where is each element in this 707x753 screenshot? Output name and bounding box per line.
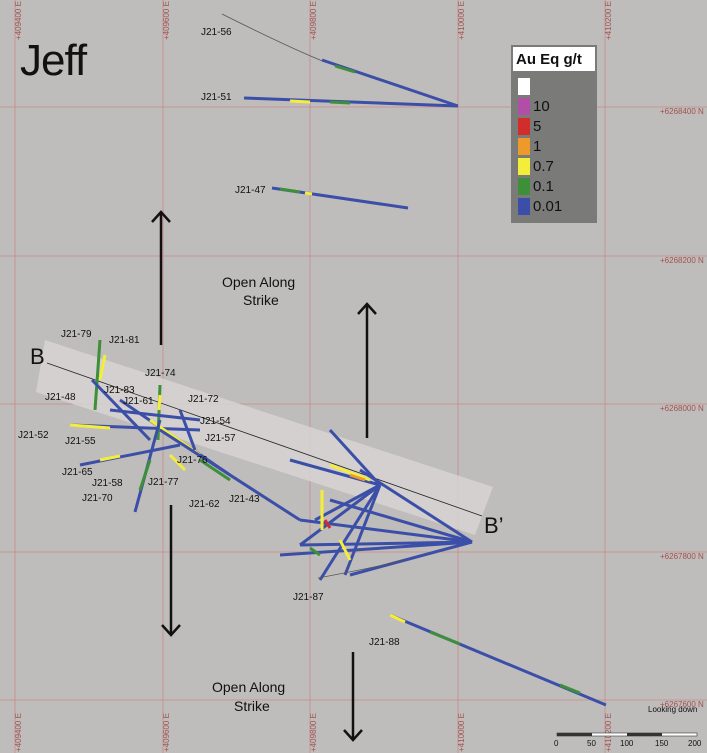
legend-swatch (518, 178, 530, 195)
legend-title: Au Eq g/t (516, 51, 582, 68)
legend-swatch (518, 138, 530, 155)
hole-label: J21-62 (189, 499, 220, 510)
section-line (46, 362, 483, 517)
section-start-label: B (30, 344, 45, 369)
northing-labels: +6268400 N +6268200 N +6268000 N +626780… (660, 107, 704, 709)
hole-label: J21-55 (65, 436, 96, 447)
northing-label: +6267800 N (660, 552, 704, 561)
easting-label: +410000 E (457, 713, 466, 752)
legend-swatch (518, 78, 530, 95)
scale-tick: 50 (587, 739, 596, 748)
strike-note-upper: Open Along (222, 274, 295, 290)
legend-swatch (518, 98, 530, 115)
hole-label: J21-56 (201, 27, 232, 38)
hole-labels: J21-56 J21-51 J21-47 J21-79 J21-81 J21-7… (18, 27, 400, 648)
map-title: Jeff (20, 36, 88, 85)
easting-label: +409600 E (162, 713, 171, 752)
hole-label: J21-57 (205, 433, 236, 444)
strike-note-lower-2: Strike (234, 698, 270, 714)
strike-note-lower: Open Along (212, 679, 285, 695)
drill-traces (69, 13, 607, 707)
hole-label: J21-51 (201, 92, 232, 103)
hole-label: J21-48 (45, 392, 76, 403)
legend-label: 10 (533, 98, 550, 115)
northing-label: +6268200 N (660, 256, 704, 265)
section-band (36, 340, 493, 535)
easting-labels-bottom: +409400 E +409600 E +409800 E +410000 E … (14, 713, 613, 752)
legend-swatch (518, 118, 530, 135)
scale-tick: 150 (655, 739, 669, 748)
hole-label: J21-79 (61, 329, 92, 340)
hole-label: J21-72 (188, 394, 219, 405)
hole-label: J21-77 (148, 477, 179, 488)
scale-tick: 200 (688, 739, 702, 748)
scale-bar: 0 50 100 150 200 (554, 732, 702, 748)
easting-label: +410200 E (604, 1, 613, 40)
hole-label: J21-52 (18, 430, 49, 441)
hole-label: J21-87 (293, 592, 324, 603)
view-note: Looking down (648, 705, 697, 714)
easting-label: +410200 E (604, 713, 613, 752)
northing-label: +6268400 N (660, 107, 704, 116)
hole-label: J21-88 (369, 637, 400, 648)
easting-label: +409800 E (309, 713, 318, 752)
section-end-label: B’ (484, 513, 504, 538)
hole-label: J21-47 (235, 185, 266, 196)
legend-label: 1 (533, 138, 541, 155)
legend: Au Eq g/t 10 5 1 0.7 0.1 0.01 (511, 45, 597, 223)
legend-swatch (518, 158, 530, 175)
northing-label: +6267600 N (660, 700, 704, 709)
strike-note-upper-2: Strike (243, 292, 279, 308)
strike-arrows (151, 210, 377, 742)
scale-tick: 100 (620, 739, 634, 748)
hole-label: J21-81 (109, 335, 140, 346)
easting-label: +409600 E (162, 1, 171, 40)
easting-labels-top: +409400 E +409600 E +409800 E +410000 E … (14, 1, 613, 40)
hole-label: J21-58 (92, 478, 123, 489)
northing-label: +6268000 N (660, 404, 704, 413)
legend-label: 0.1 (533, 178, 554, 195)
easting-label: +409800 E (309, 1, 318, 40)
hole-label: J21-76 (177, 455, 208, 466)
hole-label: J21-70 (82, 493, 113, 504)
easting-label: +410000 E (457, 1, 466, 40)
hole-label: J21-83 (104, 385, 135, 396)
legend-label: 0.01 (533, 198, 562, 215)
hole-label: J21-74 (145, 368, 176, 379)
hole-label: J21-43 (229, 494, 260, 505)
legend-label: 0.7 (533, 158, 554, 175)
scale-tick: 0 (554, 739, 559, 748)
easting-label: +409400 E (14, 1, 23, 40)
hole-label: J21-61 (123, 396, 154, 407)
legend-label: 5 (533, 118, 541, 135)
hole-label: J21-54 (200, 416, 231, 427)
easting-label: +409400 E (14, 713, 23, 752)
legend-swatch (518, 198, 530, 215)
hole-label: J21-65 (62, 467, 93, 478)
